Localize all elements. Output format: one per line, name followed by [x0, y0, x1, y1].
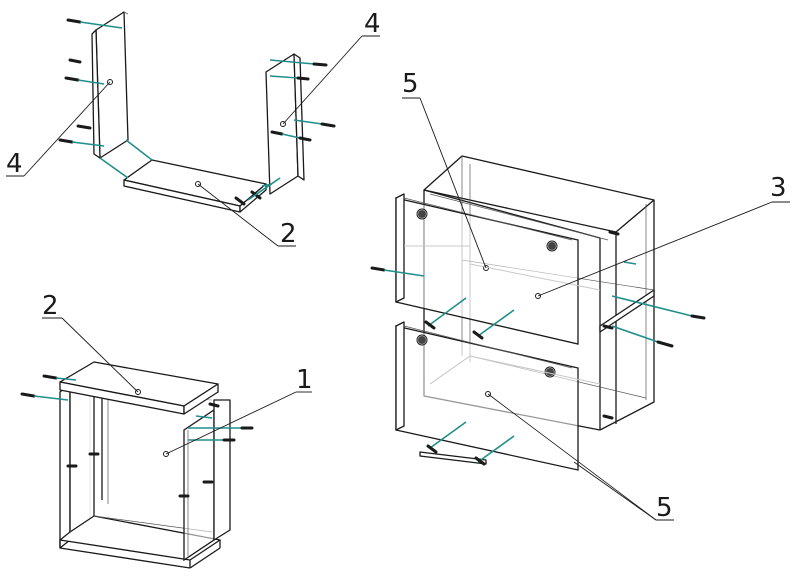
step-c-cabinet-with-fronts: 5 3 5 [370, 69, 790, 523]
callout-top-right-side: 4 [282, 9, 381, 125]
callout-right-cabinet-body: 3 [537, 173, 790, 297]
callout-right-front-upper: 5 [402, 69, 487, 269]
callout-top-left-side: 4 [6, 81, 111, 179]
bottom-panel [123, 159, 267, 213]
callout-top-bottom-panel: 2 [197, 183, 297, 249]
callout-bottom-side-panel: 1 [165, 365, 313, 455]
step-a-connectors [99, 139, 281, 201]
step-a-exploded-frame: 4 4 2 [6, 9, 381, 249]
callout-right-front-lower: 5 [487, 393, 674, 523]
cabinet-body [423, 155, 655, 431]
callout-number: 5 [656, 493, 673, 523]
callout-number: 3 [770, 173, 787, 203]
callout-number: 4 [6, 149, 23, 179]
lower-front-door [395, 321, 601, 471]
left-panel-screws [58, 18, 123, 147]
right-side-panel [265, 53, 305, 195]
callout-number: 2 [280, 219, 297, 249]
callout-number: 5 [402, 69, 419, 99]
callout-number: 1 [296, 365, 313, 395]
cabinet-side-screws [611, 261, 706, 348]
right-panel-screws [269, 59, 336, 142]
left-side-panel [91, 11, 129, 159]
handle-bar [419, 421, 515, 466]
callout-number: 4 [364, 9, 381, 39]
step-b-partial-box: 2 1 [20, 291, 313, 569]
upper-front-door [370, 193, 601, 345]
callout-number: 2 [42, 291, 59, 321]
callout-bottom-top-panel: 2 [42, 291, 139, 393]
